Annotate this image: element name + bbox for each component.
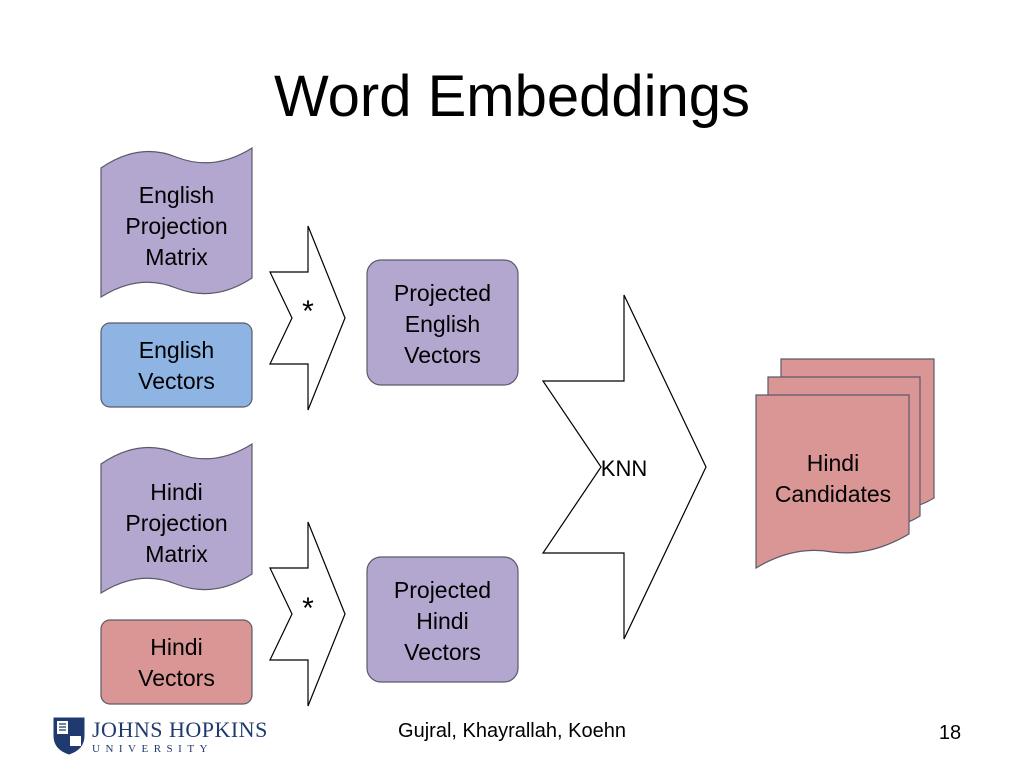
footer-authors: Gujral, Khayrallah, Koehn [398, 720, 626, 742]
university-shield-icon [53, 717, 85, 755]
knn-label: KNN [600, 456, 648, 481]
university-logo: JOHNS HOPKINS UNIVERSITY [92, 718, 268, 756]
projected-hindi-vectors-label: Projected Hindi Vectors [393, 577, 492, 665]
slide-title: Word Embeddings [273, 64, 751, 129]
hindi-candidates-label: Hindi Candidates [774, 450, 892, 507]
knn-arrow [541, 294, 707, 640]
english-vectors-label: English Vectors [138, 337, 215, 394]
projected-hindi-vectors-shape [366, 556, 519, 683]
hindi-projection-matrix-label: Hindi Projection Matrix [125, 479, 228, 567]
multiply-operator-top: * [302, 295, 314, 328]
multiply-operator-bottom: * [302, 592, 314, 625]
hindi-vectors-label: Hindi Vectors [138, 634, 215, 691]
hindi-projection-matrix-shape [100, 442, 253, 595]
logo-sub-line: UNIVERSITY [92, 743, 213, 755]
multiply-arrow-bottom [269, 521, 346, 707]
projected-english-vectors-label: Projected English Vectors [393, 280, 492, 368]
projected-english-vectors-shape [366, 259, 519, 386]
english-vectors-shape [100, 322, 253, 408]
hindi-vectors-shape [100, 619, 253, 705]
page-number: 18 [938, 722, 962, 744]
multiply-arrow-top [269, 225, 346, 411]
logo-name-line: JOHNS HOPKINS [92, 717, 268, 742]
hindi-candidates-doc-front [755, 394, 910, 570]
english-projection-matrix-label: English Projection Matrix [125, 182, 228, 270]
english-projection-matrix-shape [100, 146, 253, 299]
